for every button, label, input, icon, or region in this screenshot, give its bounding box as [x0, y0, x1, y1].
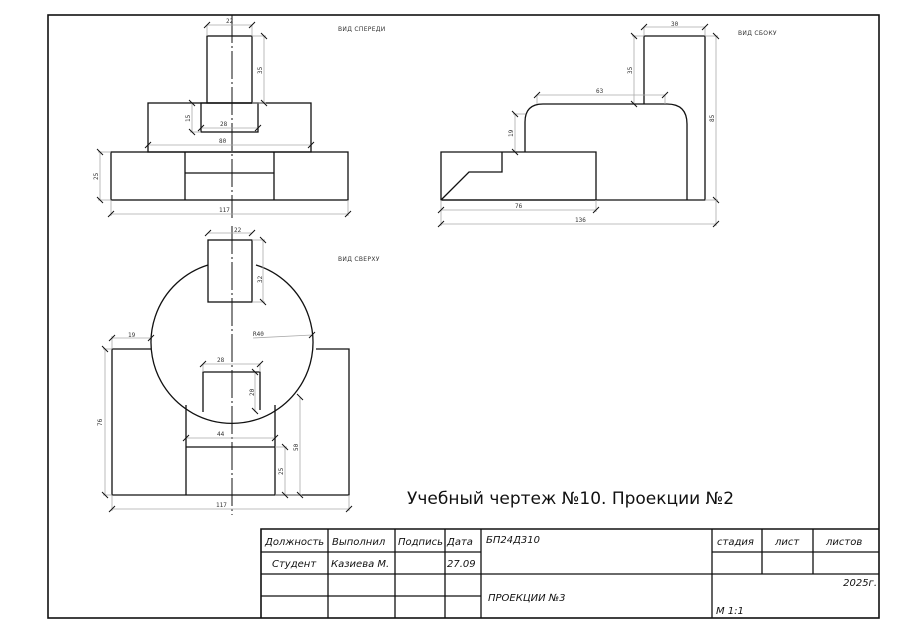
header-date: Дата	[446, 537, 473, 548]
top-inner-walls	[185, 405, 276, 495]
dim-top-inner-h2: 25	[278, 467, 285, 475]
drawing-name: ПРОЕКЦИИ №3	[488, 593, 566, 604]
front-view: 22 35 15 28 80 25 117 ВИД СПЕРЕДИ	[93, 15, 386, 218]
header-performed-by: Выполнил	[332, 537, 386, 548]
dim-top-inner-h1: 50	[293, 443, 300, 451]
cell-performed-by: Казиева М.	[331, 559, 389, 570]
scale-text: М 1:1	[716, 606, 744, 617]
dim-side-tower-width: 30	[671, 21, 679, 28]
top-outer-body	[111, 348, 350, 496]
side-rounded-block	[524, 103, 688, 200]
dim-side-total-height: 85	[709, 114, 716, 122]
dim-top-offset: 19	[128, 332, 136, 339]
cell-date: 27.09	[447, 559, 476, 570]
dim-top-radius: R40	[253, 331, 264, 338]
front-notch	[200, 102, 259, 133]
stage-label: стадия	[717, 537, 754, 548]
year-text: 2025г.	[843, 578, 877, 589]
top-tab	[207, 239, 253, 303]
dim-top-slot-width: 28	[217, 357, 225, 364]
header-signature: Подпись	[398, 537, 443, 548]
side-view-label: ВИД СБОКУ	[738, 30, 777, 37]
dim-front-notch-height: 15	[185, 114, 192, 122]
top-view-label: ВИД СВЕРХУ	[338, 256, 380, 263]
header-position: Должность	[264, 537, 324, 548]
dim-top-tab-width: 22	[234, 227, 242, 234]
title-block: Должность Выполнил Подпись Дата Студент …	[260, 528, 879, 618]
dim-top-inner-width: 44	[217, 431, 225, 438]
sheets-label: листов	[825, 537, 862, 548]
side-step-chamfer	[440, 152, 503, 201]
sheet-frame	[47, 14, 880, 619]
dim-front-top-height: 35	[257, 66, 264, 74]
dim-side-total-width: 136	[575, 217, 586, 224]
front-base	[110, 151, 349, 201]
dim-front-base-height: 25	[93, 172, 100, 180]
dim-side-low-width: 76	[515, 203, 523, 210]
side-tower	[441, 35, 706, 201]
dim-top-slot-height: 20	[249, 388, 256, 396]
dim-top-tab-height: 32	[257, 275, 264, 283]
front-view-label: ВИД СПЕРЕДИ	[338, 26, 386, 33]
dim-side-step-height: 19	[508, 129, 515, 137]
dim-front-base-width: 117	[219, 207, 230, 214]
dim-front-notch-width: 28	[220, 121, 228, 128]
front-top-block	[206, 35, 253, 104]
dim-top-width: 117	[216, 502, 227, 509]
drawing-title: Учебный чертеж №10. Проекции №2	[407, 489, 734, 509]
top-view: 22 32 19 R40 28 20 76 44 50 25 117 ВИД С…	[97, 226, 380, 515]
cell-position: Студент	[272, 559, 317, 570]
side-view: 30 35 63 19 85 76 136 ВИД СБОКУ	[437, 21, 777, 228]
dim-top-depth: 76	[97, 418, 104, 426]
dim-side-round-width: 63	[596, 88, 604, 95]
dim-front-top-width: 22	[226, 18, 234, 25]
drawing-code: БП24Д310	[486, 535, 540, 546]
dim-side-tower-height: 35	[627, 66, 634, 74]
sheet-label: лист	[774, 537, 800, 548]
dim-front-mid-width: 80	[219, 138, 227, 145]
